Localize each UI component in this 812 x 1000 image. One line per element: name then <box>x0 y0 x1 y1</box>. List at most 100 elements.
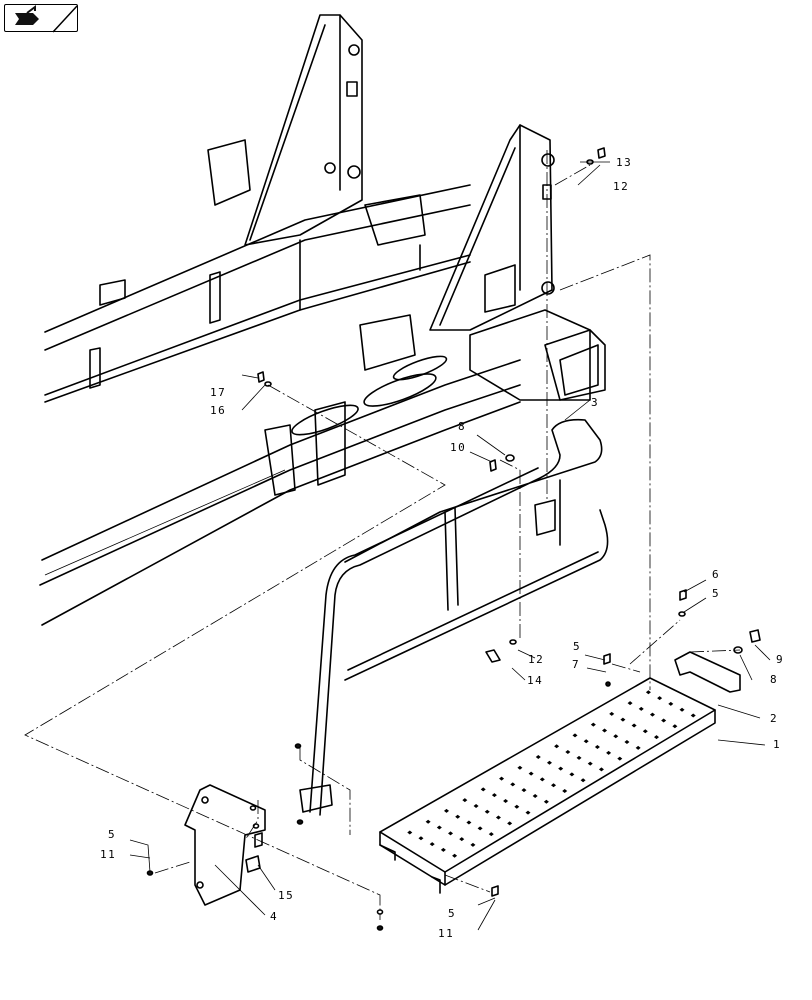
step-hole <box>507 821 513 826</box>
callout-2: 2 <box>770 712 778 725</box>
step-hole <box>436 825 442 830</box>
step-hole <box>440 847 446 852</box>
step-hole <box>546 760 552 765</box>
step-hole <box>539 777 545 782</box>
step-hole <box>448 831 454 836</box>
step-hole <box>654 735 660 740</box>
back-navigation-icon <box>15 5 78 33</box>
frame-rails <box>39 184 521 626</box>
step-hole <box>466 820 472 825</box>
step-hole <box>495 815 501 820</box>
step-hole <box>657 696 663 701</box>
callout-5-bracket: 5 <box>712 587 720 600</box>
step-hole <box>455 814 461 819</box>
step-hole <box>554 744 560 749</box>
callout-5-step: 5 <box>448 907 456 920</box>
step-hole <box>462 798 468 803</box>
callout-17: 17 <box>210 386 226 399</box>
guard-rail <box>299 418 609 816</box>
step-hole <box>620 717 626 722</box>
step-hole <box>562 788 568 793</box>
callout-8-rail: 8 <box>458 420 466 433</box>
step-hole <box>477 826 483 831</box>
callout-10: 10 <box>450 441 466 454</box>
step-hole <box>569 772 575 777</box>
step-hole <box>590 722 596 727</box>
phantom-lines <box>24 150 741 920</box>
step-hole <box>470 842 476 847</box>
step-hole <box>583 739 589 744</box>
step-hole <box>649 712 655 717</box>
step-hole <box>617 756 623 761</box>
step-hole <box>565 750 571 755</box>
step-hole <box>661 718 667 723</box>
step-hole <box>510 782 516 787</box>
frame-uprights <box>244 14 555 331</box>
step-hole <box>631 723 637 728</box>
callout-12-lower: 12 <box>528 653 544 666</box>
callout-14: 14 <box>527 674 543 687</box>
step-hole <box>499 776 505 781</box>
step-hole <box>645 690 651 695</box>
step-hole <box>609 711 615 716</box>
step-hole <box>602 728 608 733</box>
step-hole <box>525 810 531 815</box>
step-hole <box>488 832 494 837</box>
step-hole <box>606 750 612 755</box>
step-hole <box>517 765 523 770</box>
callout-11-plate: 11 <box>100 848 116 861</box>
callout-4: 4 <box>270 910 278 923</box>
step-hole <box>642 729 648 734</box>
callout-labels: 1 2 3 4 5 5 5 5 6 7 8 8 9 10 11 11 12 12… <box>100 156 784 940</box>
step-hole <box>521 788 527 793</box>
callout-5-rear: 5 <box>573 640 581 653</box>
step-hole <box>429 842 435 847</box>
callout-12-upper: 12 <box>613 180 629 193</box>
step-hole <box>679 707 685 712</box>
step-hole <box>690 713 696 718</box>
step-hole <box>543 799 549 804</box>
step-hole <box>418 836 424 841</box>
step-hole <box>528 771 534 776</box>
step-hole <box>473 803 479 808</box>
step-hole <box>635 745 641 750</box>
step-hole <box>672 724 678 729</box>
leader-lines <box>129 161 771 931</box>
step-mount-bracket <box>674 651 741 693</box>
frame-brackets <box>89 139 606 486</box>
step-hole <box>425 819 431 824</box>
callout-16: 16 <box>210 404 226 417</box>
step-holes <box>407 690 696 858</box>
step-hole <box>624 740 630 745</box>
step-hole <box>598 767 604 772</box>
step-hole <box>480 787 486 792</box>
step-hole <box>613 734 619 739</box>
callout-13: 13 <box>616 156 632 169</box>
callout-11-step: 11 <box>438 927 454 940</box>
step-hole <box>514 804 520 809</box>
callout-8-bracket: 8 <box>770 673 778 686</box>
step-hole <box>535 755 541 760</box>
step-hole <box>407 830 413 835</box>
step-hole <box>594 745 600 750</box>
step-hole <box>459 837 465 842</box>
step-hole <box>452 853 458 858</box>
step-hole <box>580 778 586 783</box>
callout-9: 9 <box>776 653 784 666</box>
step-hole <box>627 701 633 706</box>
back-navigation-button[interactable] <box>4 4 78 33</box>
callout-6: 6 <box>712 568 720 581</box>
callout-3: 3 <box>591 396 599 409</box>
step-hole <box>576 755 582 760</box>
step-hole <box>484 809 490 814</box>
step-hole <box>572 733 578 738</box>
step-hole <box>551 783 557 788</box>
callout-1: 1 <box>773 738 781 751</box>
step-hole <box>668 701 674 706</box>
step-hole <box>558 766 564 771</box>
step-hole <box>503 798 509 803</box>
step-hole <box>443 808 449 813</box>
callout-7: 7 <box>572 658 580 671</box>
step-tread <box>379 677 716 894</box>
